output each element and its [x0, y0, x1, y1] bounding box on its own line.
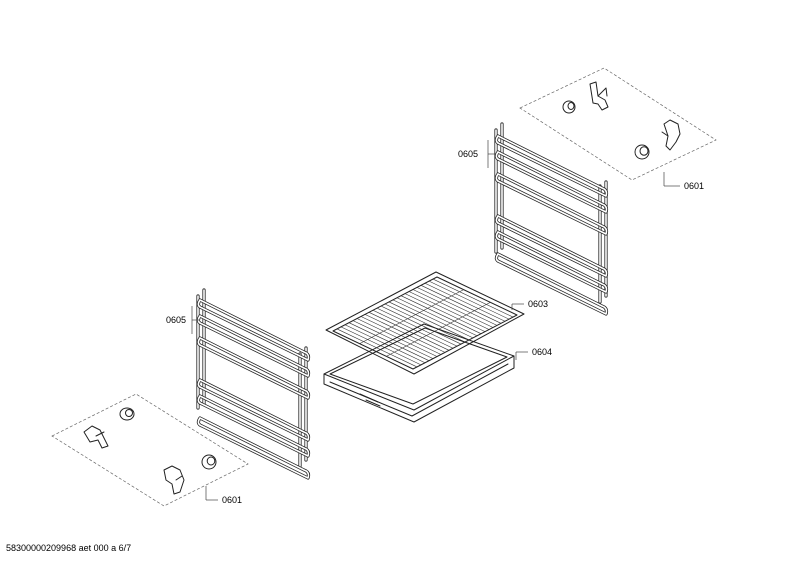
rack-wire: [392, 299, 474, 339]
support-rail-lower: [196, 288, 311, 480]
runner-wire-highlight: [197, 337, 310, 399]
runner-wire-highlight: [495, 173, 608, 235]
rack-wire: [400, 295, 482, 334]
rack-wire: [432, 278, 514, 318]
callout-label: 0605: [458, 149, 478, 159]
rack-crossbar: [359, 289, 464, 344]
callout-0601-lower: 0601: [205, 486, 242, 505]
callout-label: 0601: [222, 495, 242, 505]
runner-wire-highlight: [495, 135, 608, 197]
baking-tray: [323, 323, 515, 423]
rack-wire: [388, 301, 470, 341]
callout-label: 0605: [166, 315, 186, 325]
bushing-upper-1: [562, 100, 576, 114]
bushing-lower-2: [201, 454, 217, 470]
rack-wire: [384, 303, 466, 343]
bracket-lower-1: [83, 425, 109, 449]
rack-wire: [408, 291, 490, 330]
callout-0605-upper: 0605: [458, 140, 496, 168]
runner-wire-highlight: [495, 231, 608, 293]
rack-wire: [420, 285, 502, 324]
drawing-id-footer: 58300000209968 aet 000 a 6/7: [6, 543, 132, 553]
callout-label: 0601: [684, 181, 704, 191]
rack-wire: [424, 282, 506, 322]
callout-label: 0604: [532, 347, 552, 357]
support-rail-upper: [494, 122, 609, 316]
runner-wire-highlight: [197, 299, 310, 361]
callout-0601-upper: 0601: [663, 172, 704, 191]
callout-label: 0603: [528, 299, 548, 309]
callout-0603: 0603: [511, 299, 548, 310]
clip-set-lower: [51, 393, 249, 507]
rack-wire: [416, 287, 498, 326]
bracket-lower-2: [163, 465, 185, 495]
callout-0605-lower: 0605: [166, 306, 200, 334]
bracket-upper-1: [589, 81, 609, 111]
bracket-upper-2: [661, 119, 681, 151]
callout-0604: 0604: [515, 347, 552, 360]
clip-set-upper: [519, 67, 717, 181]
runner-wire-highlight: [495, 215, 608, 277]
rack-wire: [396, 297, 478, 337]
runner-wire-highlight: [197, 417, 310, 479]
bushing-upper-2: [634, 144, 650, 160]
rack-wire: [428, 280, 510, 320]
rack-wire: [404, 293, 486, 332]
runner-wire-highlight: [197, 379, 310, 441]
bushing-lower-1: [119, 407, 135, 421]
rack-wire: [412, 289, 494, 328]
runner-wire-highlight: [197, 395, 310, 457]
runner-wire-highlight: [495, 253, 608, 315]
runner-wire-highlight: [197, 315, 310, 377]
runner-wire-highlight: [495, 151, 608, 213]
